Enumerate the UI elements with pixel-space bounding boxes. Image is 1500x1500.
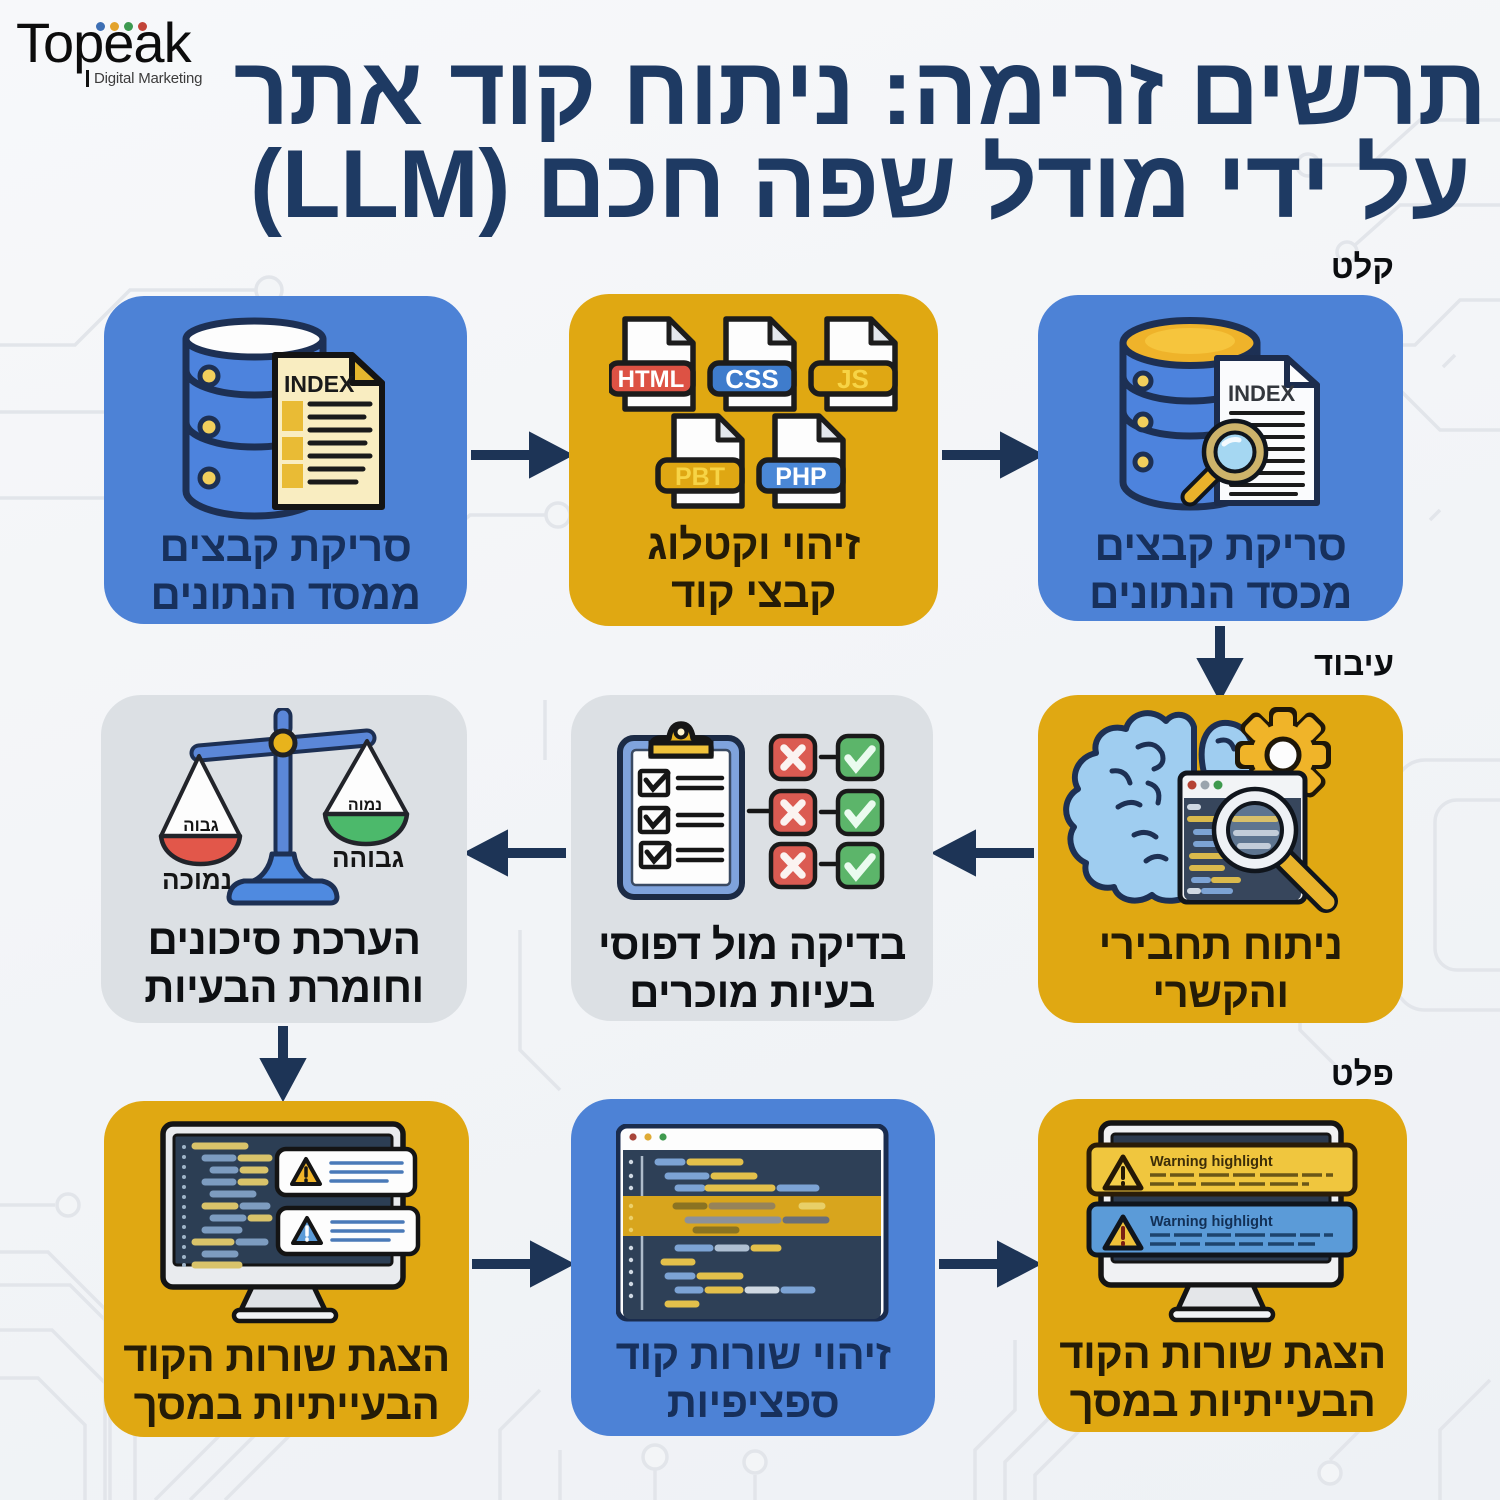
svg-text:גבוהה: גבוהה [332,843,404,873]
svg-text:Warning highlight: Warning highlight [1150,1154,1273,1170]
svg-text:נמוה: נמוה [348,797,382,814]
svg-text:גבוה: גבוה [183,816,219,835]
svg-text:נמוכה: נמוכה [162,865,232,895]
svg-text:INDEX: INDEX [284,371,355,397]
svg-text:INDEX: INDEX [1228,381,1296,406]
svg-text:JS: JS [837,364,869,394]
svg-text:HTML: HTML [618,366,685,393]
svg-text:Warning highlight: Warning highlight [1150,1214,1273,1230]
svg-text:PBT: PBT [675,463,725,491]
svg-text:CSS: CSS [725,364,778,394]
svg-text:PHP: PHP [775,463,826,491]
